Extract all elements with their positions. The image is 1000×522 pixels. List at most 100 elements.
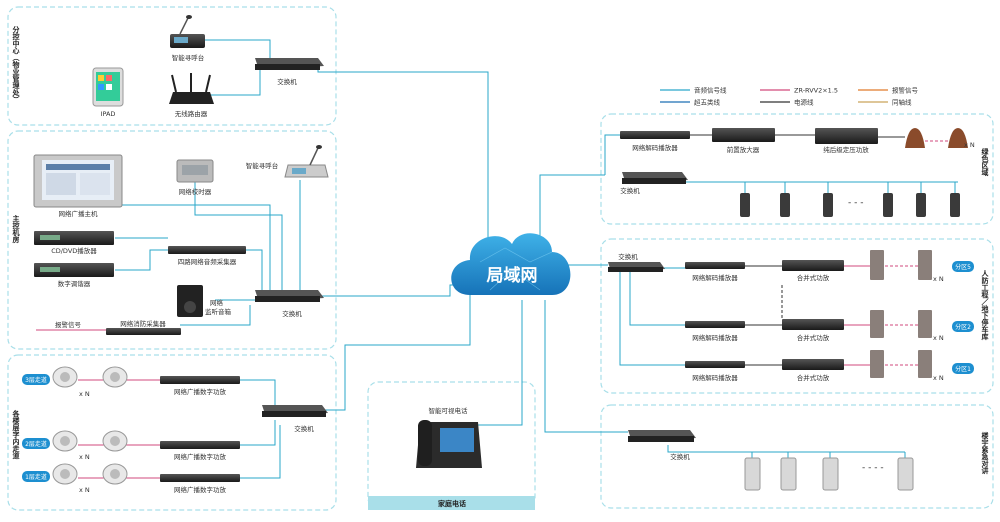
line-host-switch	[120, 204, 271, 290]
label-zone1: 分区1	[955, 365, 971, 373]
label-switch-floor: 交换机	[294, 424, 314, 433]
cloud-label: 局域网	[487, 265, 538, 286]
label-four-way: 四路网络音频采集器	[178, 257, 237, 266]
region-main-title: 主控机房	[12, 214, 20, 244]
cd-player-icon	[34, 231, 114, 245]
router-icon	[169, 73, 214, 104]
label-park-decoder2: 网络解码播放器	[692, 333, 738, 342]
label-pure-amp: 纯后级定压功放	[823, 145, 869, 154]
line-cloud-green	[539, 174, 605, 250]
region-green-title: 绿色区域	[981, 147, 990, 177]
region-home-border	[367, 381, 536, 509]
green-ellipsis: - - -	[848, 198, 863, 208]
legend-label: ZR-RVV2×1.5	[794, 87, 838, 95]
ipad-icon	[92, 67, 124, 107]
label-timer: 网络校时器	[179, 187, 212, 196]
region-floors-title: 各楼层字内走道	[12, 409, 21, 460]
label-park-decoder3: 网络解码播放器	[692, 373, 738, 382]
line-phone-cloud	[478, 300, 523, 426]
label-cd-player: CD/DVD播放器	[51, 246, 97, 255]
label-xn-floor2: x N	[79, 453, 90, 461]
intercom-panel-icons	[744, 457, 914, 491]
switch-green-icon	[622, 172, 688, 184]
label-switch-green: 交换机	[620, 186, 640, 195]
line-fire-switch	[180, 305, 251, 326]
green-drops	[744, 182, 956, 193]
region-intercom-border	[600, 404, 994, 509]
line-green-switch-decoder	[604, 134, 620, 175]
region-parking-title: 人防工程／地下停车库	[981, 269, 990, 341]
label-park-decoder1: 网络解码播放器	[692, 273, 738, 282]
wall-speaker-icons	[870, 250, 932, 378]
broadcast-host-icon	[33, 154, 123, 208]
label-smart-console-main: 智能寻呼台	[246, 161, 279, 170]
line-switchfloor-cloud	[325, 285, 471, 411]
line-intercom-bus	[667, 445, 905, 453]
fire-collector-icon	[106, 328, 181, 335]
region-floors-border	[7, 354, 337, 511]
region-branch-border	[7, 6, 337, 126]
line-park-dec3	[619, 272, 685, 366]
legend-label: 电源线	[794, 98, 814, 107]
park-decoder-icons	[685, 262, 745, 368]
line-cloud-intercom	[544, 300, 628, 433]
label-video-phone: 智能可视电话	[429, 406, 469, 415]
floor-amp-icons	[160, 376, 240, 482]
floor-1-speakers	[52, 463, 128, 485]
label-amp-floor1: 网络广播数字功放	[174, 485, 227, 494]
label-xn-zone2: x N	[933, 334, 944, 342]
label-switch-park: 交换机	[618, 252, 638, 261]
preamp-icon	[712, 128, 775, 142]
label-xn-floor3: x N	[79, 390, 90, 398]
switch-floor-icon	[262, 405, 328, 417]
label-zone5: 分区5	[955, 263, 971, 271]
label-switch-top: 交换机	[277, 77, 297, 86]
label-zone2: 分区2	[955, 323, 971, 331]
line-park-dec2	[629, 272, 685, 326]
label-xn-zone1: x N	[933, 374, 944, 382]
tuner-icon	[34, 263, 114, 277]
label-green-decoder: 网络解码播放器	[632, 143, 678, 152]
home-tab	[368, 496, 535, 510]
line-amp3-switch	[240, 379, 276, 410]
label-fire-collector: 网络消防采集器	[120, 319, 166, 328]
label-xn-green: x N	[964, 141, 975, 149]
label-amp-floor2: 网络广播数字功放	[174, 452, 227, 461]
line-four-switch	[245, 249, 263, 290]
timer-icon	[176, 159, 214, 183]
region-branch-title: 分控中心（物业管理处）	[12, 25, 21, 103]
label-switch-main: 交换机	[282, 309, 302, 318]
line-console-switch	[205, 39, 271, 58]
four-way-collector-icon	[168, 246, 246, 254]
label-broadcast-host: 网络广播主机	[59, 209, 99, 218]
legend-label: 同轴线	[892, 98, 912, 107]
monitor-speaker-icon	[177, 285, 203, 317]
switch-top-icon	[255, 58, 324, 70]
switch-intercom-icon	[628, 430, 696, 442]
label-combo-amp1: 合并式功放	[797, 273, 830, 282]
label-tuner: 数字调谐器	[58, 279, 91, 288]
intercom-ellipsis: - - - -	[862, 463, 884, 473]
combo-amp-icons	[782, 260, 844, 370]
region-home-title: 家庭电话	[438, 499, 466, 508]
label-router: 无线路由器	[175, 109, 208, 118]
legend-label: 超五类线	[694, 98, 721, 107]
switch-park-icon	[608, 262, 665, 272]
line-switchtop-cloud	[317, 60, 489, 245]
region-intercom-title: 楼宇紧急对讲	[981, 431, 989, 475]
label-smart-console-top: 智能寻呼台	[172, 53, 205, 62]
label-xn-zone5: x N	[933, 275, 944, 283]
label-floor-1: 1层走道	[25, 473, 47, 481]
video-phone-icon	[416, 420, 482, 468]
green-decoder-icon	[620, 131, 690, 139]
legend-label: 报警信号	[892, 86, 919, 95]
label-monitor-speaker: 网络监听音箱	[205, 298, 232, 316]
smart-console-main-icon	[284, 145, 329, 178]
zone-tags	[952, 261, 974, 374]
label-ipad: IPAD	[101, 110, 116, 118]
label-amp-floor3: 网络广播数字功放	[174, 387, 227, 396]
line-router-switch	[210, 66, 261, 96]
smart-console-top-icon	[170, 15, 205, 48]
